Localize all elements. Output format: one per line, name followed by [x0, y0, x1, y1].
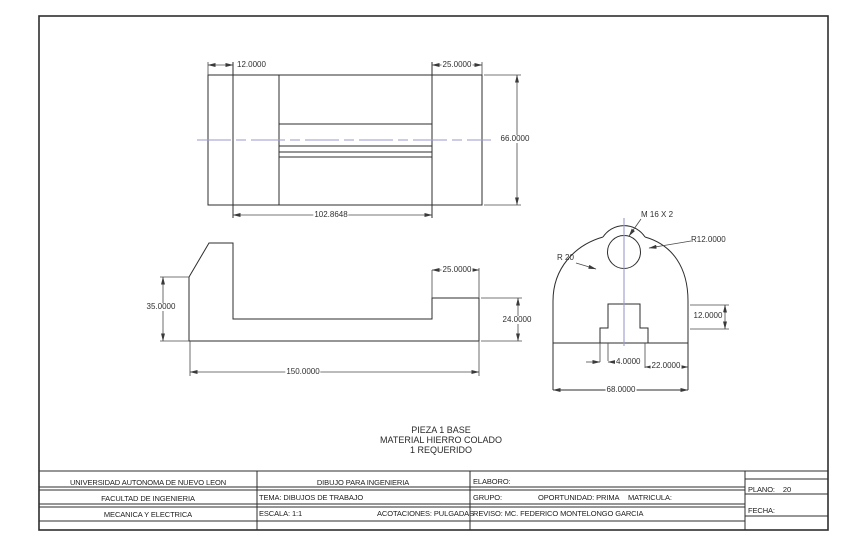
thread-callout-label: M 16 X 2 — [641, 210, 674, 219]
top-view-dimensions — [207, 62, 521, 217]
dim-label-top-left-width: 12.0000 — [237, 60, 266, 69]
dim-label-top-height: 66.0000 — [499, 134, 531, 144]
dim-label-top-right-width: 25.0000 — [441, 60, 473, 70]
title-block-grupo: GRUPO: — [473, 493, 502, 502]
fillet-radius-label: R 20 — [557, 253, 574, 262]
title-block-plano-label: PLANO: — [748, 485, 775, 494]
dim-label-side-slot-offset: 4.0000 — [615, 357, 642, 367]
title-block-plano-value: 20 — [782, 485, 792, 494]
title-block-department: MECANICA Y ELECTRICA — [103, 510, 193, 519]
title-block-reviso: REVISO: MC. FEDERICO MONTELONGO GARCIA — [473, 509, 644, 518]
title-block-course: DIBUJO PARA INGENIERIA — [316, 478, 410, 487]
dim-label-top-span: 102.8648 — [313, 210, 349, 220]
caption-part-name: PIEZA 1 BASE — [411, 425, 471, 435]
title-block-matricula: MATRICULA: — [628, 493, 672, 502]
title-block-tema: TEMA: DIBUJOS DE TRABAJO — [259, 493, 364, 502]
dim-label-side-rib-height: 12.0000 — [692, 311, 724, 321]
dim-label-front-length: 150.0000 — [285, 367, 321, 377]
title-block-elaboro: ELABORO: — [473, 477, 511, 486]
dim-label-side-width: 68.0000 — [605, 385, 637, 395]
title-block-acotaciones: ACOTACIONES: PULGADAS — [377, 509, 474, 518]
title-block-faculty: FACULTAD DE INGENIERIA — [101, 494, 195, 503]
title-block-oportunidad: OPORTUNIDAD: PRIMA — [538, 493, 620, 502]
dim-label-front-right-height: 24.0000 — [501, 315, 533, 325]
boss-radius-label: R12.0000 — [691, 235, 726, 244]
title-block-plano: PLANO: 20 — [748, 486, 791, 494]
title-block-grid — [39, 470, 828, 530]
front-view-dimensions — [160, 268, 522, 376]
caption-material: MATERIAL HIERRO COLADO — [379, 435, 503, 445]
sheet-border — [38, 15, 829, 531]
title-block-university: UNIVERSIDAD AUTONOMA DE NUEVO LEON — [69, 478, 227, 487]
front-view — [188, 242, 480, 342]
dim-label-front-step-width: 25.0000 — [441, 265, 473, 275]
dim-label-front-left-height: 35.0000 — [145, 302, 177, 312]
title-block-escala: ESCALA: 1:1 — [259, 509, 303, 518]
title-block-fecha: FECHA: — [748, 506, 775, 515]
caption-quantity: 1 REQUERIDO — [409, 445, 473, 455]
dim-label-side-shoulder: 22.0000 — [650, 361, 682, 371]
